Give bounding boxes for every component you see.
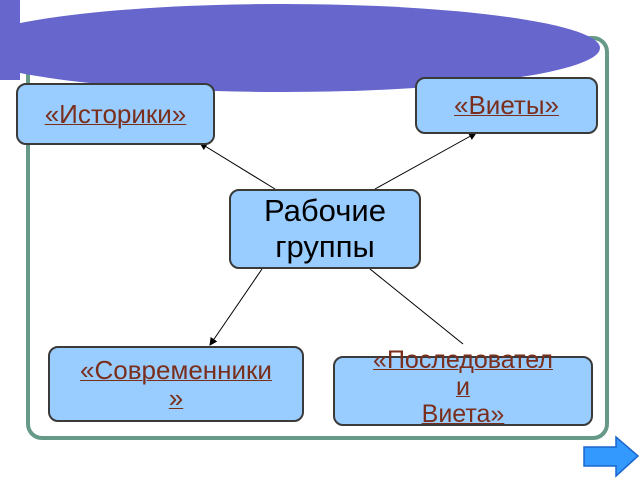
group-followers-line-1[interactable]: «Последовател [373,345,553,374]
connector-viets [374,132,477,190]
group-historians-link[interactable]: «Историки» [44,98,187,129]
group-contemporaries-box[interactable]: «Современники » [48,346,304,422]
center-line-1: Рабочие [264,193,386,229]
group-followers-line-3[interactable]: Виета» [421,399,505,428]
title-banner-edge [0,0,20,80]
center-node-label: Рабочие группы [264,193,386,264]
group-historians-box[interactable]: «Историки» [16,83,215,145]
group-contemporaries-line-1[interactable]: «Современники [80,354,272,385]
arrow-right-icon[interactable] [582,435,640,478]
group-followers-box[interactable]: «Последовател и Виета» [333,346,593,427]
group-contemporaries-line-2[interactable]: » [168,383,184,413]
title-banner [0,4,600,92]
connector-contemporaries [209,268,263,346]
group-viets-box[interactable]: «Виеты» [415,77,598,134]
group-contemporaries-link[interactable]: «Современники » [80,356,272,412]
center-line-2: группы [275,229,375,264]
connector-historians [199,142,276,190]
connector-followers [369,268,464,345]
center-node-box: Рабочие группы [229,189,421,269]
group-viets-link[interactable]: «Виеты» [454,90,559,121]
group-followers-line-2[interactable]: и [456,372,470,401]
group-followers-link[interactable]: «Последовател и Виета» [373,345,553,428]
